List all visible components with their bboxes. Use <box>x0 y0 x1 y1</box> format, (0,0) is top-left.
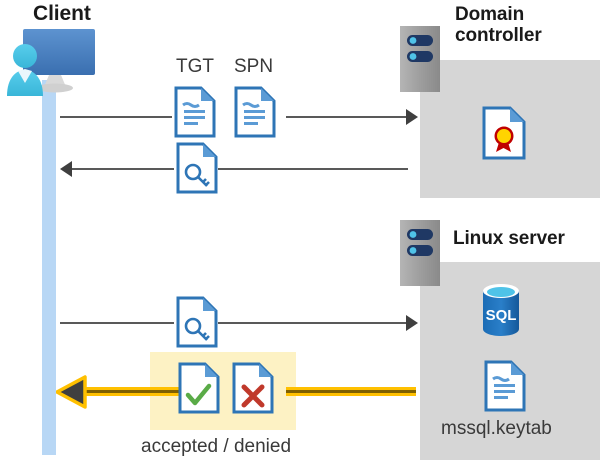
ticket-document-icon-spn <box>234 86 276 138</box>
text-document-icon-keytab <box>484 360 526 412</box>
domain-controller-title: Domain controller <box>455 4 542 47</box>
accepted-denied-label: accepted / denied <box>141 436 292 457</box>
flow-2-line-right <box>218 168 408 170</box>
flow-2-line-left <box>72 168 174 170</box>
client-title: Client <box>33 2 91 25</box>
flow-4-line-left-inner <box>78 390 184 393</box>
server-rack-icon-dc <box>400 26 440 97</box>
flow-1-line-left <box>60 116 172 118</box>
keytab-file-label: mssql.keytab <box>441 418 552 439</box>
svg-text:SQL: SQL <box>486 307 517 324</box>
ticket-document-icon-tgt <box>174 86 216 138</box>
cross-document-icon <box>232 362 274 414</box>
client-lifeline <box>42 80 56 455</box>
flow-4-line-right-inner <box>286 390 416 393</box>
flow-1-line-right <box>286 116 408 118</box>
client-workstation-icon <box>5 26 105 103</box>
flow-1-arrowhead <box>406 109 418 125</box>
server-rack-icon-linux <box>400 220 440 291</box>
linux-server-title: Linux server <box>453 228 565 249</box>
flow-3-arrowhead <box>406 315 418 331</box>
spn-label: SPN <box>234 56 274 77</box>
flow-3-line-right <box>218 322 408 324</box>
key-document-icon-flow2 <box>176 142 218 194</box>
check-document-icon <box>178 362 220 414</box>
flow-4-arrowhead <box>55 375 88 414</box>
key-document-icon-flow3 <box>176 296 218 348</box>
tgt-label: TGT <box>176 56 214 77</box>
certificate-document-icon <box>482 106 526 160</box>
sql-database-icon: SQL <box>478 283 524 337</box>
flow-3-line-left <box>60 322 174 324</box>
flow-2-arrowhead <box>60 161 72 177</box>
